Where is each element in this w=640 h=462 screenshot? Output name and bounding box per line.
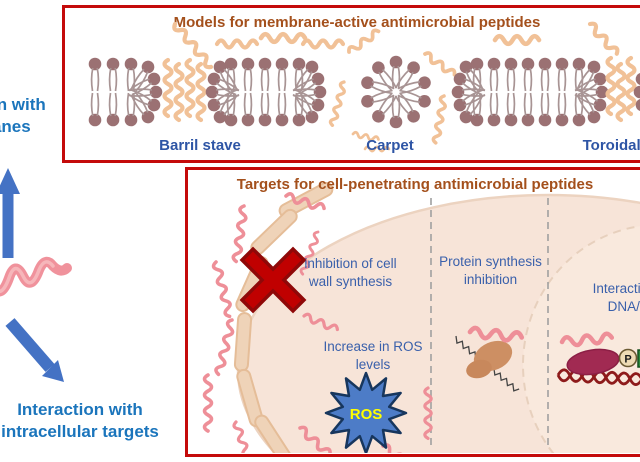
barrel-stave-diagram [89, 22, 343, 127]
label-carpet: Carpet [366, 137, 414, 154]
helix-peptide-icon [0, 256, 72, 297]
carpet-diagram [328, 26, 459, 153]
phosphate-badge: P [624, 354, 631, 366]
label-cell-wall-inhibition: inhibition of cell wall synthesis [304, 256, 397, 289]
polymerase-blob [566, 348, 620, 376]
label-dna-interaction: Interaction with DNA/RNA [592, 281, 640, 314]
arrow-up-icon [0, 168, 20, 258]
label-interaction-membranes: Interaction with membranes [0, 95, 46, 137]
ribosome-illustration [455, 327, 527, 392]
arrow-down-icon [5, 318, 64, 382]
green-fragment [637, 349, 640, 368]
label-ros-increase: Increase in ROS levels [323, 339, 423, 372]
phosphate-circle [618, 348, 638, 368]
models-panel-title: Models for membrane-active antimicrobial… [173, 14, 541, 31]
ros-badge: ROS [350, 406, 383, 423]
red-x-icon [239, 246, 307, 314]
bacterial-cell-illustration: ROS P [202, 181, 640, 453]
label-barril-stave: Barril stave [159, 137, 241, 154]
toroidal-pore-diagram [451, 22, 640, 127]
targets-panel: ROS P [185, 167, 640, 457]
label-toroidal-pore: Toroidal pore [582, 137, 640, 154]
ros-star-icon: ROS [324, 371, 408, 453]
targets-panel-title: Targets for cell-penetrating antimicrobi… [236, 176, 594, 193]
dna-interaction-illustration: P [556, 333, 640, 386]
models-panel: Models for membrane-active antimicrobial… [62, 5, 640, 163]
label-interaction-intracellular: Interaction with intracellular targets [1, 400, 159, 442]
label-protein-synthesis: Protein synthesis inhibition [439, 254, 542, 287]
